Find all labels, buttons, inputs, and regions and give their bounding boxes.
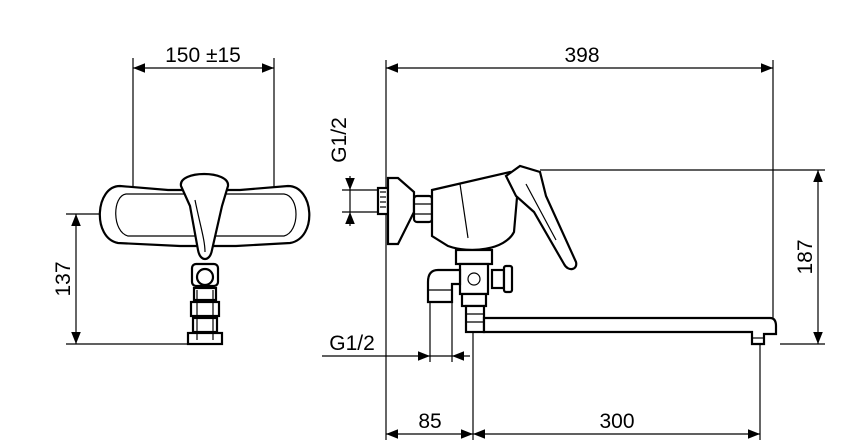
- front-height-label: 137: [52, 261, 75, 296]
- bottom-dimensions: 85 300: [386, 300, 761, 440]
- spout-reach-label: 300: [599, 410, 634, 433]
- overall-length-label: 398: [564, 44, 599, 67]
- front-width-dimension: 150 ±15: [132, 44, 275, 190]
- side-view: 398 G1/2 187 G1/2: [322, 44, 825, 440]
- inlet-thread-label: G1/2: [328, 117, 351, 163]
- front-height-dimension: 137: [52, 213, 190, 345]
- front-view: 150 ±15 137: [52, 44, 311, 346]
- inlet-thread-dimension: G1/2: [328, 117, 382, 226]
- front-width-label: 150 ±15: [165, 44, 241, 67]
- side-height-dimension: 187: [540, 169, 825, 345]
- outlet-thread-label: G1/2: [329, 332, 375, 355]
- wall-to-outlet-label: 85: [418, 410, 441, 433]
- overall-length-dimension: 398: [385, 44, 774, 440]
- mixer-body-side: [376, 164, 778, 346]
- side-height-label: 187: [794, 239, 817, 274]
- mixer-body-front: [98, 172, 311, 346]
